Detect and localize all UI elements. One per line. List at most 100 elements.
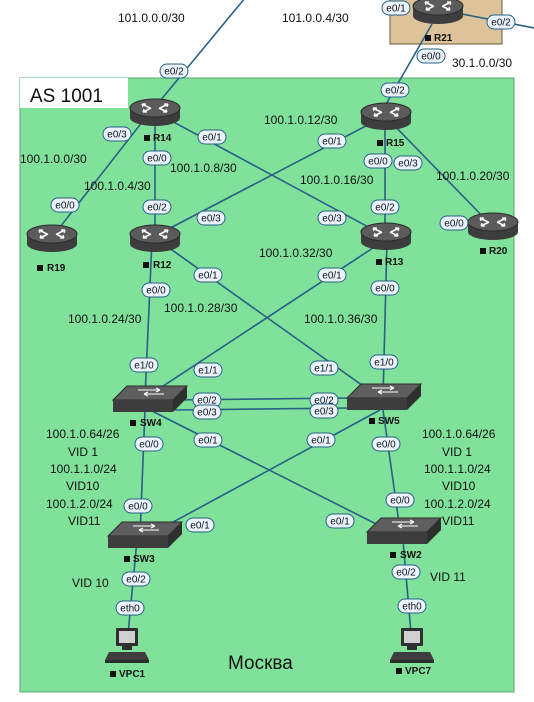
link-sw2-vpc7 [402, 539, 413, 646]
interface-label: e0/3 [197, 408, 217, 419]
vlan-left-line: VID11 [68, 514, 101, 528]
interface-badge: e1/0 [129, 357, 159, 373]
node-name-r15: R15 [386, 138, 405, 149]
interface-badge: e0/1 [197, 129, 227, 145]
interface-badge: e0/0 [50, 197, 80, 213]
interface-badge: e0/3 [192, 404, 222, 420]
interface-label: e0/0 [376, 440, 396, 451]
link-sw4-sw2 [149, 409, 401, 537]
switch-sw3[interactable] [107, 521, 183, 549]
interface-badge: e0/3 [393, 155, 423, 171]
net-14-13: 100.1.0.8/30 [170, 161, 237, 175]
router-r14[interactable] [129, 98, 181, 127]
interface-label: e0/0 [146, 286, 166, 297]
interface-label: e0/0 [375, 284, 395, 295]
interface-label: e0/1 [198, 436, 218, 447]
net-14-12: 100.1.0.4/30 [84, 179, 151, 193]
router-r19[interactable] [26, 224, 78, 253]
interface-badge: e0/2 [121, 571, 151, 587]
city-label: Москва [228, 653, 293, 674]
vlan-right-line: VID11 [442, 514, 475, 528]
net-r15-up: 30.1.0.0/30 [452, 56, 512, 70]
interface-badge: e0/2 [142, 199, 172, 215]
interface-label: e0/2 [491, 18, 511, 29]
interface-label: e0/3 [314, 407, 334, 418]
interface-label: e0/3 [322, 214, 342, 225]
net-15-13: 100.1.0.16/30 [300, 173, 374, 187]
interface-badge: e0/0 [370, 280, 400, 296]
interface-badge: e0/0 [439, 215, 469, 231]
interface-label: e0/0 [139, 440, 159, 451]
interface-label: e0/0 [55, 201, 75, 212]
interface-label: e0/0 [390, 496, 410, 507]
net-top2: 101.0.0.4/30 [282, 11, 349, 25]
vlan-right-line: 100.1.1.0/24 [424, 462, 491, 476]
interface-badge: e0/0 [141, 282, 171, 298]
interface-badge: e0/1 [317, 267, 347, 283]
interface-label: e0/0 [128, 502, 148, 513]
vid-left: VID 10 [72, 576, 109, 590]
interface-badge: e0/0 [123, 498, 153, 514]
interface-label: e0/2 [197, 396, 217, 407]
node-names: R21 R14 R15 R19 R12 R13 R20 SW4 SW5 SW3 … [37, 33, 508, 680]
net-12-sw4: 100.1.0.24/30 [68, 312, 142, 326]
interface-badge: e0/2 [380, 82, 410, 98]
link-sw5-sw2 [382, 409, 401, 531]
interface-badge: e1/1 [309, 360, 339, 376]
interface-badge: eth0 [115, 600, 145, 616]
vlan-right-line: 100.1.2.0/24 [424, 497, 491, 511]
interface-label: e0/1 [322, 137, 342, 148]
as-label-box [20, 78, 128, 108]
switch-sw2[interactable] [366, 517, 442, 545]
interface-badge: e0/2 [486, 14, 516, 30]
interface-badge: e0/0 [416, 48, 446, 64]
interface-label: e0/3 [107, 130, 127, 141]
router-r12[interactable] [129, 224, 181, 253]
interface-label: e0/1 [190, 521, 210, 532]
node-name-r19: R19 [47, 263, 66, 274]
vlan-right-line: VID 1 [442, 445, 472, 459]
vid-right: VID 11 [430, 570, 466, 584]
interface-label: e0/0 [368, 157, 388, 168]
interface-badge: e0/2 [391, 564, 421, 580]
interface-badge: e0/0 [371, 436, 401, 452]
interface-badge: e0/0 [142, 150, 172, 166]
interface-label: eth0 [402, 602, 422, 613]
interface-badge: e0/1 [185, 517, 215, 533]
interface-label: e0/3 [398, 159, 418, 170]
link-sw5-sw3 [139, 409, 381, 541]
switch-sw5[interactable] [346, 383, 422, 411]
node-name-sw4: SW4 [140, 418, 162, 429]
interface-label: e1/0 [134, 361, 154, 372]
net-top1: 101.0.0.0/30 [118, 11, 185, 25]
vlan-left-line: 100.1.0.64/26 [46, 427, 120, 441]
interface-label: e0/1 [202, 133, 222, 144]
router-r21[interactable] [412, 0, 464, 25]
node-name-vpc7: VPC7 [405, 666, 432, 677]
net-15-12: 100.1.0.12/30 [264, 113, 338, 127]
interface-label: e0/2 [314, 396, 334, 407]
interface-label: e0/1 [322, 271, 342, 282]
network-labels: 101.0.0.0/30 101.0.0.4/30 30.1.0.0/30 10… [20, 11, 512, 326]
link-sw3-vpc1 [126, 539, 138, 646]
router-r20[interactable] [467, 212, 519, 241]
vlan-info-right: 100.1.0.64/26 VID 1 100.1.1.0/24 VID10 1… [422, 427, 496, 528]
net-15-20: 100.1.0.20/30 [436, 169, 510, 183]
router-r13[interactable] [360, 222, 412, 251]
interface-badge: e0/1 [193, 432, 223, 448]
link-r13-sw4 [144, 239, 386, 399]
link-sw4-sw3 [139, 409, 146, 537]
interface-label: e1/0 [374, 358, 394, 369]
switch-sw4[interactable] [112, 385, 188, 413]
interface-label: e0/3 [201, 214, 221, 225]
interface-label: e0/0 [421, 52, 441, 63]
node-name-r14: R14 [153, 133, 172, 144]
interface-label: e0/2 [126, 575, 146, 586]
router-r15[interactable] [360, 102, 412, 131]
link-r12-sw5 [157, 239, 381, 399]
interface-label: e0/1 [386, 4, 406, 15]
link-r14-upstream [154, 0, 245, 108]
interface-badge: e0/1 [306, 432, 336, 448]
node-name-sw5: SW5 [378, 416, 400, 427]
net-14-19: 100.1.0.0/30 [20, 152, 87, 166]
